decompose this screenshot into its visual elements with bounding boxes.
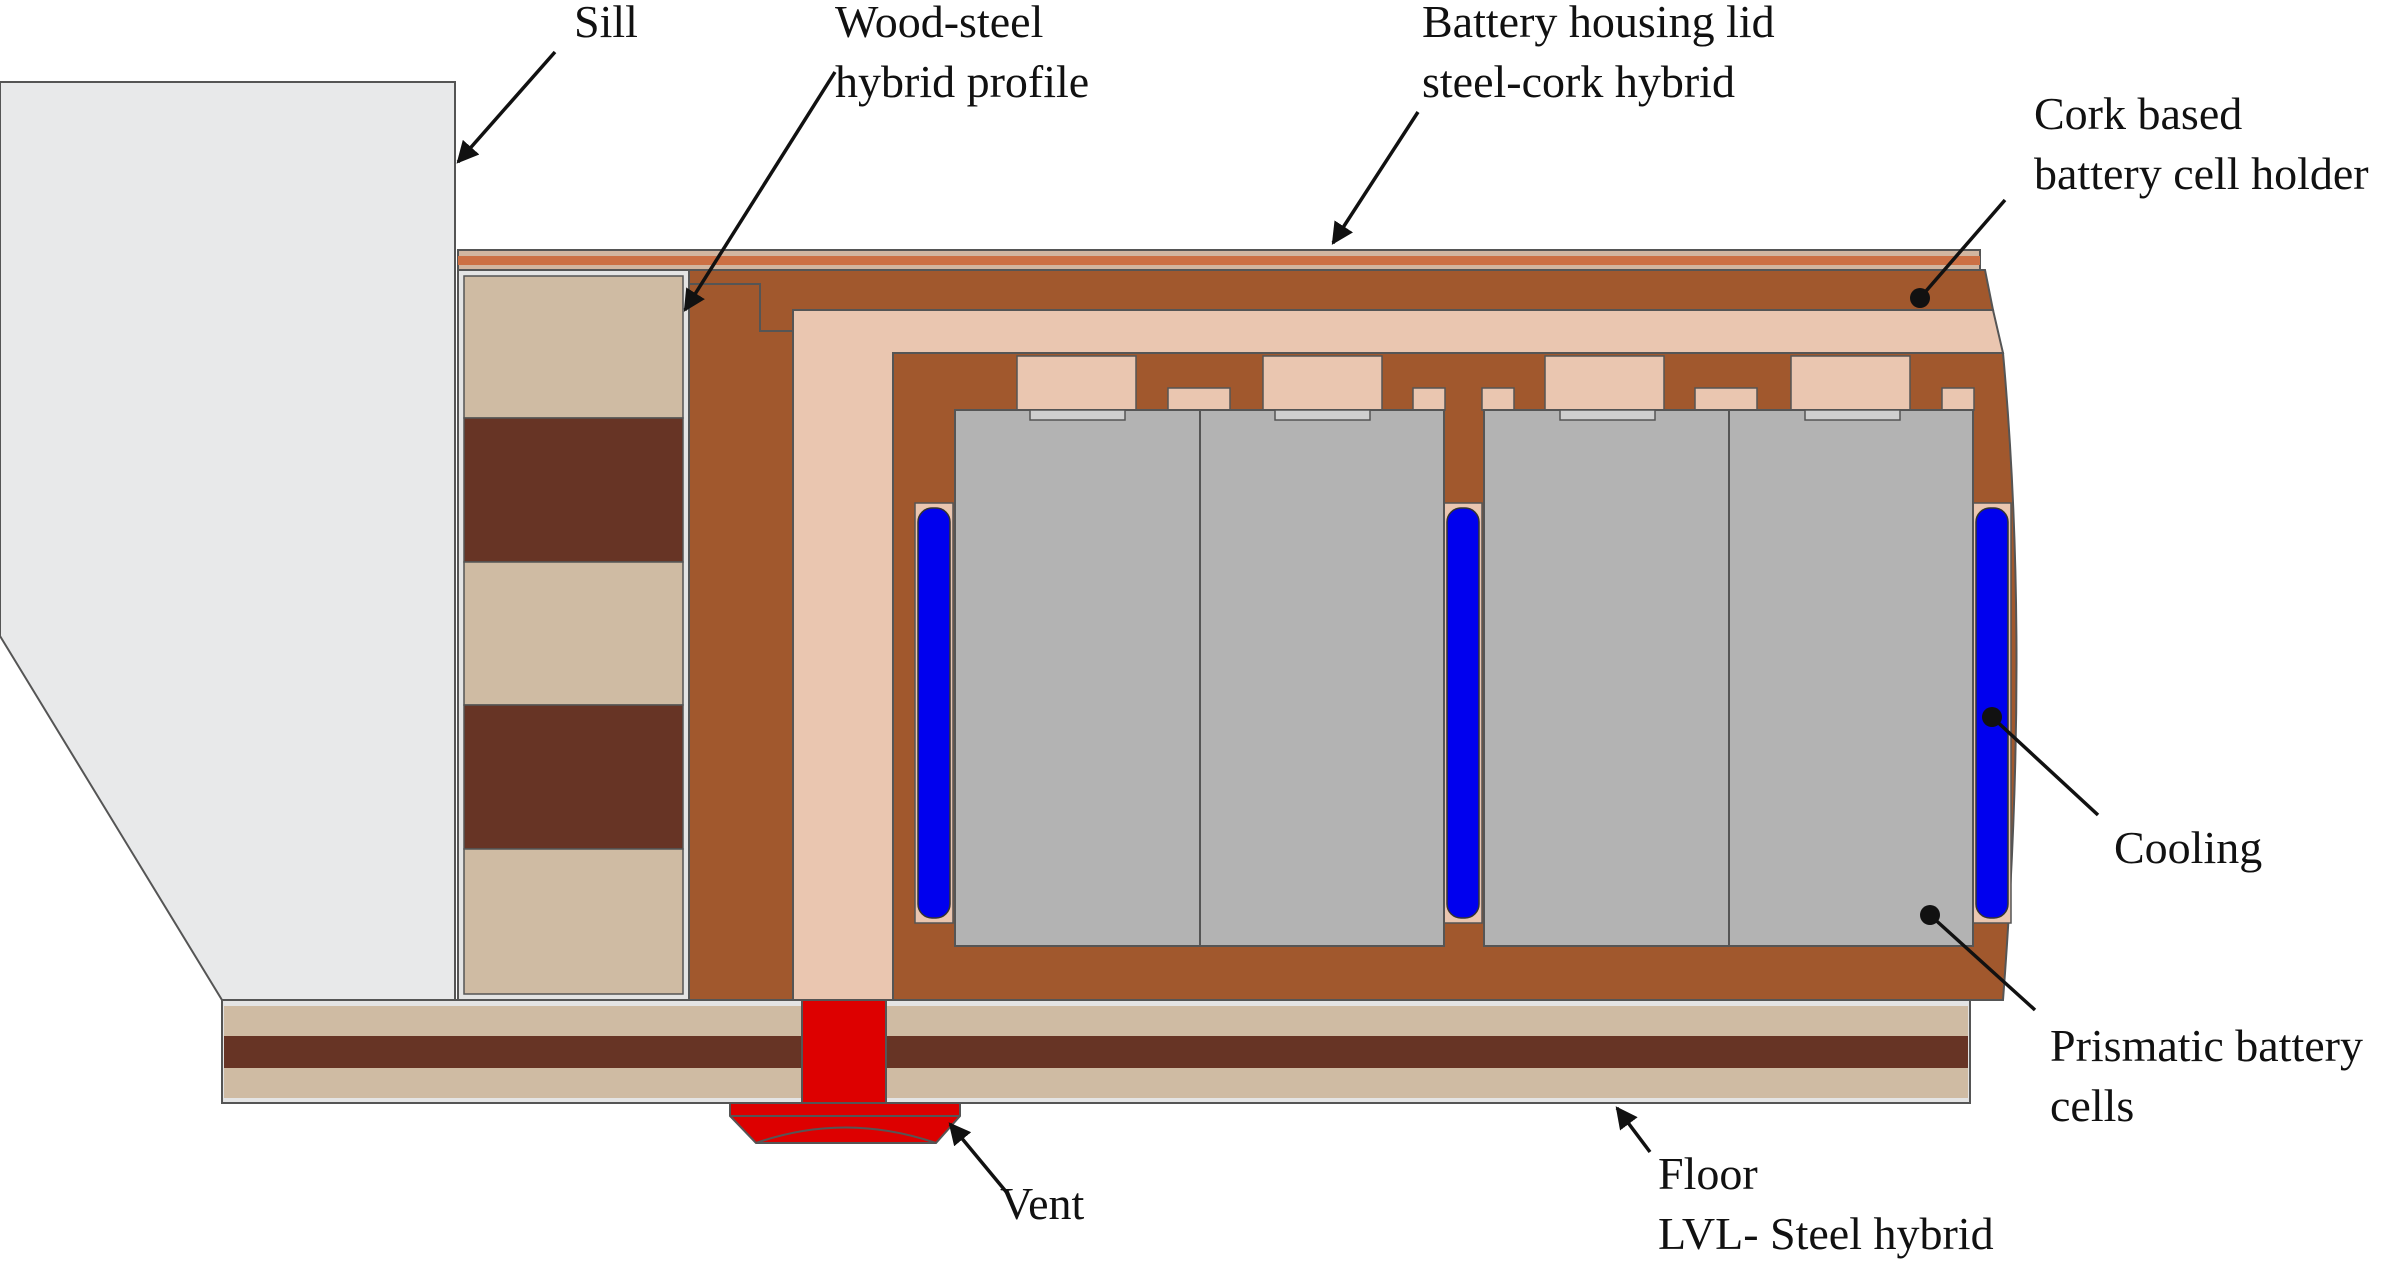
label-lid-line-2: steel-cork hybrid: [1422, 56, 1735, 107]
holder-inner-outline: [689, 283, 793, 332]
battery-housing-lid: [457, 249, 1981, 271]
label-cooling-line-1: Cooling: [2114, 822, 2263, 873]
prismatic-battery-cells: [954, 409, 1974, 947]
label-vent: Vent: [1000, 1174, 1084, 1234]
label-vent-line-1: Vent: [1000, 1178, 1085, 1229]
sill: [0, 81, 456, 1001]
wood-steel-hybrid-profile: [457, 269, 690, 1001]
label-cork-line-1: Cork based: [2034, 88, 2243, 139]
label-wood-steel-line-1: Wood-steel: [835, 0, 1044, 47]
floor-lvl-steel-hybrid: [221, 999, 1971, 1104]
label-cells-line-2: cells: [2050, 1080, 2135, 1131]
label-floor-line-1: Floor: [1658, 1148, 1758, 1199]
battery-cell-1: [954, 409, 1201, 947]
label-wood-steel-line-2: hybrid profile: [835, 56, 1090, 107]
label-prismatic-cells: Prismatic battery cells: [2050, 1016, 2363, 1136]
label-floor: Floor LVL- Steel hybrid: [1658, 1144, 1994, 1264]
battery-cell-2: [1199, 409, 1445, 947]
leader-lines: [456, 50, 2100, 1196]
holder-spacers: [1016, 355, 1975, 411]
label-floor-line-2: LVL- Steel hybrid: [1658, 1208, 1994, 1259]
label-battery-housing-lid: Battery housing lid steel-cork hybrid: [1422, 0, 1775, 112]
battery-cell-4: [1728, 409, 1974, 947]
label-cork-line-2: battery cell holder: [2034, 148, 2369, 199]
label-sill: Sill: [574, 0, 638, 52]
label-cork-holder: Cork based battery cell holder: [2034, 84, 2369, 204]
label-wood-steel-profile: Wood-steel hybrid profile: [835, 0, 1089, 112]
label-cooling: Cooling: [2114, 818, 2262, 878]
vent: [729, 999, 961, 1144]
label-lid-line-1: Battery housing lid: [1422, 0, 1775, 47]
battery-cell-3: [1483, 409, 1730, 947]
leader-dots: [1910, 288, 2002, 925]
label-sill-line-1: Sill: [574, 0, 638, 47]
label-cells-line-1: Prismatic battery: [2050, 1020, 2363, 1071]
cooling-plates: [914, 502, 2012, 924]
